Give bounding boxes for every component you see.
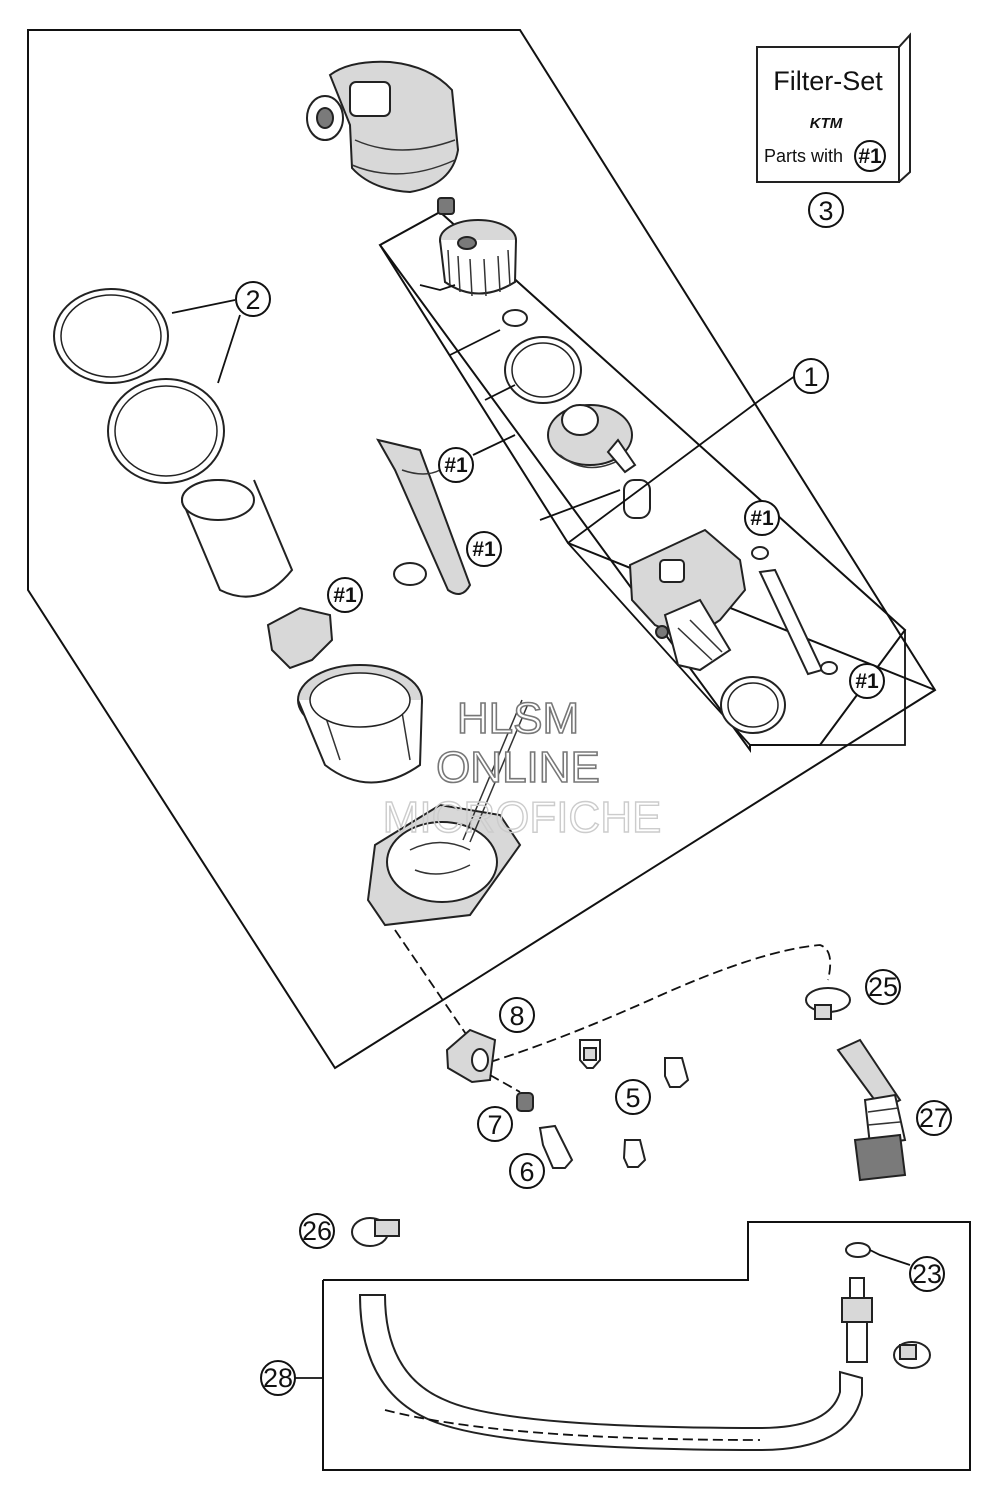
callout-6: 6: [509, 1153, 545, 1189]
hose-clamp-part-26: [351, 1217, 400, 1247]
svg-text:#1: #1: [333, 584, 357, 607]
cylinder-sleeve-part: [181, 479, 294, 598]
ref-tag-1b: #1: [466, 531, 502, 567]
small-sleeve-part: [623, 479, 651, 519]
screw-part-c: [538, 1124, 574, 1169]
hose-clamp-part-25: [805, 987, 851, 1020]
svg-text:#1: #1: [855, 670, 879, 693]
callout-23: 23: [909, 1256, 945, 1292]
callout-2: 2: [235, 281, 271, 317]
screw-part-a: [579, 1039, 601, 1069]
svg-text:6: 6: [519, 1157, 534, 1187]
svg-text:23: 23: [912, 1259, 942, 1289]
leader-reg: [472, 434, 516, 456]
fuel-pump-motor-part: [628, 528, 747, 672]
pump-head-part: [306, 60, 460, 194]
leader-2b: [217, 314, 241, 384]
svg-text:26: 26: [302, 1216, 332, 1246]
quick-connector-part: [445, 1028, 497, 1084]
connector-dash: [489, 1074, 521, 1093]
small-oring-part: [502, 309, 528, 327]
hose-clamp-part-small: [893, 1341, 931, 1369]
bracket-clip-part: [266, 606, 334, 670]
connecting-tube-part: [758, 568, 824, 676]
svg-text:#1: #1: [472, 538, 496, 561]
pump-connection-line: [394, 929, 471, 1041]
svg-text:3: 3: [818, 196, 833, 226]
washer-part-b: [820, 661, 838, 675]
screw-part-d: [622, 1139, 647, 1168]
callout-25: 25: [865, 969, 901, 1005]
fuel-connector-part-27: [836, 1038, 907, 1182]
subassembly-edge: [567, 542, 906, 746]
filter-parts-ref-text: #1: [858, 145, 882, 168]
svg-text:1: 1: [803, 362, 818, 392]
pressure-regulator-part: [547, 404, 637, 474]
float-strainer-part: [375, 438, 472, 595]
ref-tag-1d: #1: [744, 500, 780, 536]
svg-text:25: 25: [868, 972, 898, 1002]
leader-oring2: [484, 384, 516, 401]
small-spring-part: [437, 197, 455, 215]
svg-text:#1: #1: [750, 507, 774, 530]
svg-text:7: 7: [487, 1110, 502, 1140]
filter-parts-with-text: Parts with: [764, 146, 843, 166]
leader-sleeve: [539, 489, 621, 521]
screw-part-b: [664, 1057, 690, 1088]
fuel-hose-line: [489, 944, 832, 1063]
fuel-filter-part: [439, 219, 517, 297]
leader-oring: [449, 329, 501, 356]
svg-text:#1: #1: [444, 454, 468, 477]
callout-27: 27: [916, 1100, 952, 1136]
watermark-line3: MICROFICHE: [383, 793, 662, 842]
callout-7: 7: [477, 1106, 513, 1142]
svg-text:28: 28: [263, 1363, 293, 1393]
leader-2a: [171, 299, 236, 314]
svg-text:2: 2: [245, 285, 260, 315]
ref-tag-1c: #1: [327, 577, 363, 613]
leader-filter: [419, 284, 456, 291]
callout-8: 8: [499, 997, 535, 1033]
callout-5: 5: [615, 1079, 651, 1115]
watermark-line2: ONLINE: [436, 743, 600, 792]
leader-23: [869, 1249, 911, 1266]
callout-28: 28: [260, 1360, 296, 1396]
filter-parts-ref-circle: [854, 140, 886, 172]
main-assembly-outline: [27, 29, 937, 1070]
svg-text:8: 8: [509, 1001, 524, 1031]
callout-26: 26: [299, 1213, 335, 1249]
svg-text:27: 27: [919, 1103, 949, 1133]
hose-fitting-part: [841, 1277, 873, 1363]
pump-housing-part: [297, 664, 423, 784]
filter-set-box: Filter-Set KTM Parts with #1: [756, 32, 911, 183]
callout-1: 1: [793, 358, 829, 394]
ref-tag-1a: #1: [438, 447, 474, 483]
washer-part-a: [751, 546, 769, 560]
ktm-logo: KTM: [810, 115, 843, 132]
vent-hose-part: [358, 1294, 863, 1452]
fitting-oring-part: [845, 1242, 871, 1258]
small-grommet-part: [393, 562, 427, 586]
leader-1: [567, 375, 796, 544]
watermark-line1: HLSM: [457, 694, 579, 743]
hose-kit-outline: [322, 1221, 971, 1471]
pump-flange-part: [366, 699, 529, 927]
ref-tag-1e: #1: [849, 663, 885, 699]
svg-text:5: 5: [625, 1083, 640, 1113]
callout-3: 3: [808, 192, 844, 228]
bushing-part: [516, 1092, 534, 1112]
filter-set-title: Filter-Set: [773, 66, 883, 96]
